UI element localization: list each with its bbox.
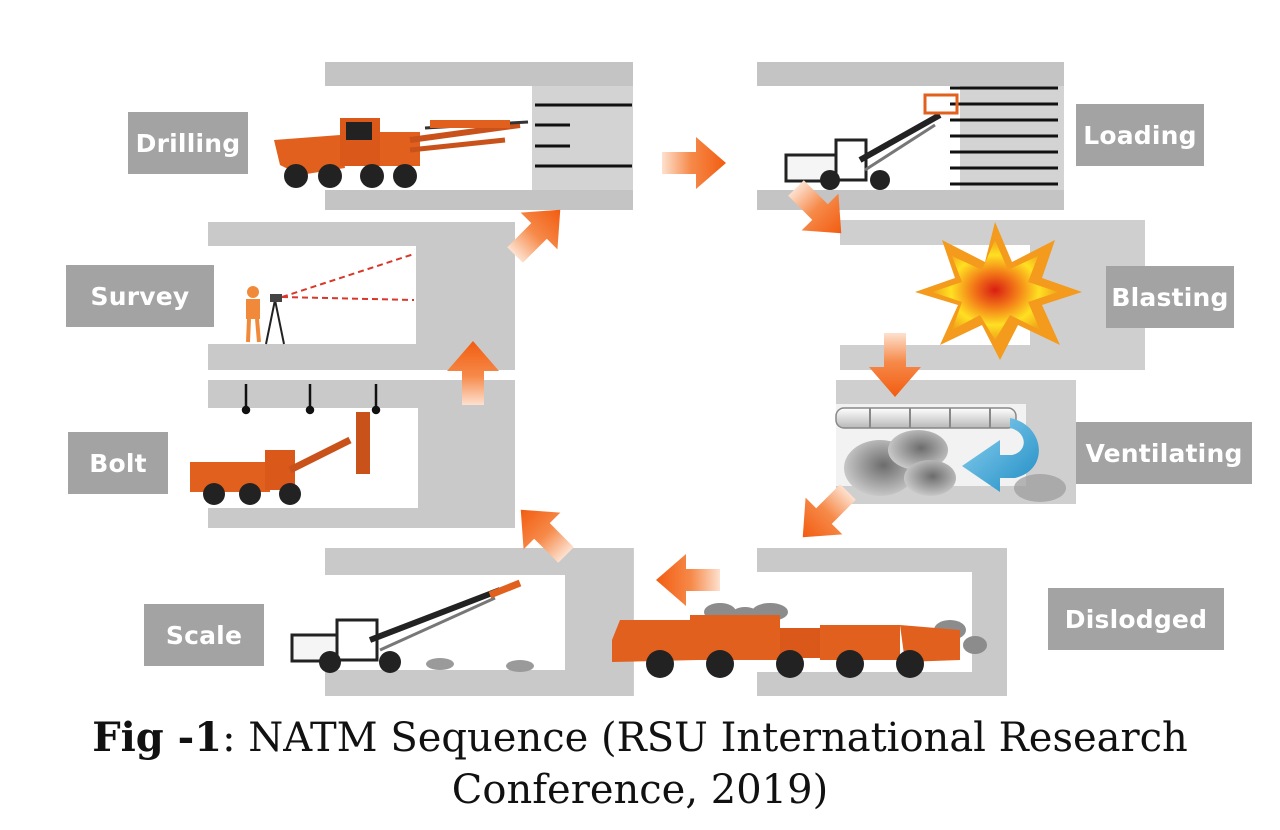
- figure-caption: Fig -1: NATM Sequence (RSU International…: [0, 712, 1280, 816]
- step-label-blasting: Blasting: [1106, 266, 1234, 328]
- charging-rig-icon: [784, 93, 959, 190]
- arrow-drilling-to-loading: [662, 137, 726, 189]
- caption-text: : NATM Sequence (RSU International Resea…: [222, 715, 1188, 761]
- haul-truck-icon: [612, 615, 960, 678]
- explosion-icon: [915, 222, 1082, 360]
- caption-line-1: Fig -1: NATM Sequence (RSU International…: [0, 712, 1280, 764]
- step-label-survey: Survey: [66, 265, 214, 327]
- tunnel-drilling: [325, 62, 633, 210]
- step-label-dislodged: Dislodged: [1048, 588, 1224, 650]
- step-label-scale: Scale: [144, 604, 264, 666]
- smoke-cloud-icon: [844, 430, 1066, 502]
- figure-number: Fig -1: [92, 714, 223, 761]
- step-label-bolt: Bolt: [68, 432, 168, 494]
- bolting-rig-icon: [190, 412, 370, 505]
- caption-line-2: Conference, 2019): [451, 767, 829, 813]
- charge-holes: [950, 86, 1058, 186]
- rock-bolts: [241, 384, 381, 415]
- scaling-rig-icon: [290, 579, 534, 673]
- step-label-drilling: Drilling: [128, 112, 248, 174]
- step-label-ventilating: Ventilating: [1076, 422, 1252, 484]
- drilling-jumbo-icon: [274, 118, 529, 188]
- ventilation-duct-icon: [835, 407, 1017, 429]
- survey-laser-lines: [281, 253, 415, 301]
- surveyor-icon: [246, 286, 285, 345]
- diagram-canvas: [190, 62, 1145, 696]
- airflow-arrow-icon: [962, 418, 1039, 492]
- step-label-loading: Loading: [1076, 104, 1204, 166]
- drill-holes: [535, 103, 632, 168]
- natm-cycle-diagram: [190, 62, 1145, 696]
- tunnel-survey: [208, 222, 515, 370]
- arrow-dislodged-to-mucking: [656, 554, 720, 606]
